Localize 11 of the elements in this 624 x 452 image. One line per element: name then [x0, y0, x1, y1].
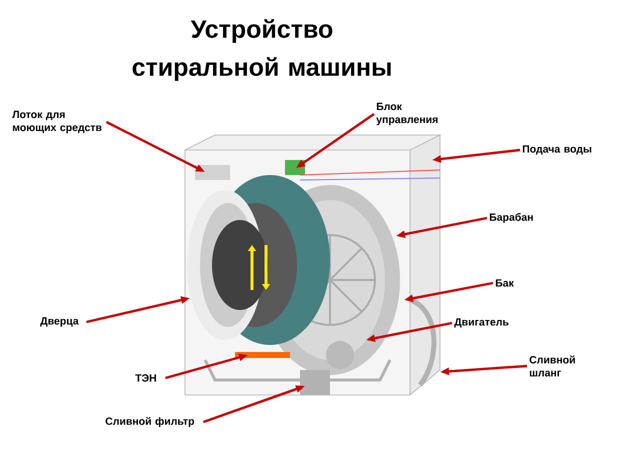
part-label: Блок управления: [376, 102, 438, 126]
title: Устройство стиральной машины: [132, 19, 391, 81]
part-label: Лоток для моющих средств: [12, 110, 102, 134]
part-label: Двигатель: [454, 318, 508, 328]
part-label: Сливной шланг: [530, 356, 575, 376]
part-label: Подача воды: [522, 145, 592, 155]
part-label: Барабан: [490, 213, 533, 223]
part-label: Бак: [496, 279, 514, 287]
part-label: Сливной фильтр: [106, 417, 194, 427]
part-label: Дверца: [40, 317, 79, 327]
part-label: ТЭН: [135, 374, 156, 382]
